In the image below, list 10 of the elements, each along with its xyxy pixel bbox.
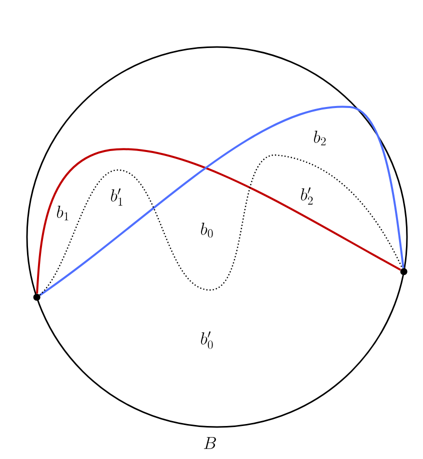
- region-label: $b_2'$: [301, 187, 313, 205]
- endpoint-dot: [33, 294, 40, 301]
- endpoint-dot: [400, 268, 408, 276]
- region-label: $b_0$: [201, 222, 213, 238]
- curve: [39, 106, 404, 296]
- region-label: $b_1$: [57, 206, 68, 220]
- region-label: $b_0'$: [201, 331, 213, 349]
- region-label: $b_1'$: [111, 188, 122, 206]
- region-label: $b_2$: [314, 130, 326, 146]
- region-label: $B$: [204, 437, 216, 449]
